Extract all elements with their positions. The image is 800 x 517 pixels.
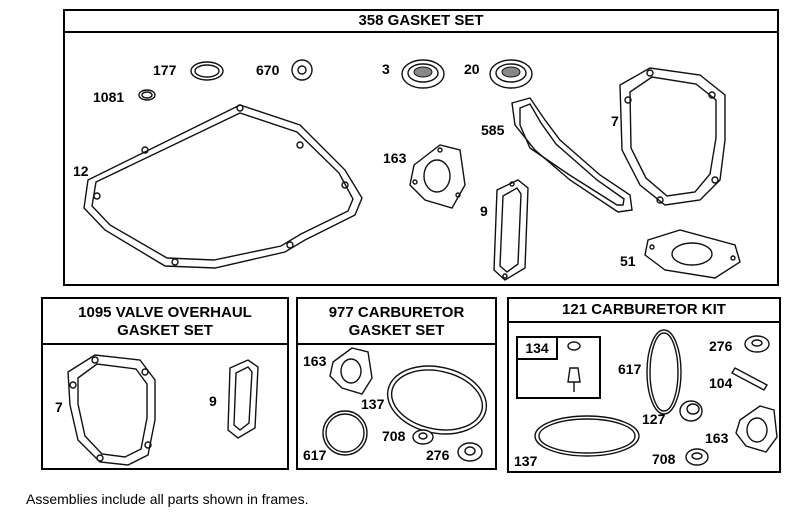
label-vo-9: 9 xyxy=(209,393,217,409)
seal-20-icon xyxy=(490,60,532,88)
label-cg-137: 137 xyxy=(361,396,385,412)
label-ck-104: 104 xyxy=(709,375,733,391)
ring-1081-icon xyxy=(139,90,155,100)
valve-overhaul-title-line1: 1095 VALVE OVERHAUL xyxy=(78,304,252,321)
gasket-set-frame: 358 GASKET SET xyxy=(63,9,779,286)
ck-washer-708-icon xyxy=(686,449,708,465)
label-cg-163: 163 xyxy=(303,353,327,369)
ck-pin-104-icon xyxy=(732,368,767,390)
label-163: 163 xyxy=(383,150,407,166)
carb-gasket-frame: 977 CARBURETOR GASKET SET xyxy=(296,297,497,470)
gasket-51-icon xyxy=(645,230,740,278)
valve-overhaul-title-line2: GASKET SET xyxy=(117,322,213,339)
ck-needle-134-icon xyxy=(568,342,580,392)
ck-plug-127-icon xyxy=(680,401,702,421)
gasket-585-icon xyxy=(512,98,632,212)
label-585: 585 xyxy=(481,122,505,138)
inset-label-134: 134 xyxy=(518,338,558,360)
carb-kit-title: 121 CARBURETOR KIT xyxy=(509,299,779,323)
footnote: Assemblies include all parts shown in fr… xyxy=(26,491,309,507)
gasket-9-icon xyxy=(494,180,528,280)
crankcase-gasket-12-icon xyxy=(84,105,362,268)
cg-washer-276-icon xyxy=(458,443,482,461)
head-gasket-7-icon xyxy=(620,68,725,205)
ck-washer-276-icon xyxy=(745,336,769,352)
label-ck-617: 617 xyxy=(618,361,642,377)
cg-gasket-163-icon xyxy=(330,348,372,394)
label-ck-163: 163 xyxy=(705,430,729,446)
seal-3-icon xyxy=(402,60,444,88)
ring-177-icon xyxy=(191,62,223,80)
label-12: 12 xyxy=(73,163,89,179)
label-9: 9 xyxy=(480,203,488,219)
label-20: 20 xyxy=(464,61,480,77)
label-3: 3 xyxy=(382,61,390,77)
gasket-set-title: 358 GASKET SET xyxy=(65,11,777,33)
carb-gasket-title-line1: 977 CARBURETOR xyxy=(328,304,465,321)
label-177: 177 xyxy=(153,62,177,78)
label-vo-7: 7 xyxy=(55,399,63,415)
gasket-163-icon xyxy=(410,145,465,208)
valve-overhaul-frame: 1095 VALVE OVERHAUL GASKET SET xyxy=(41,297,289,470)
label-ck-276: 276 xyxy=(709,338,733,354)
valve-overhaul-title: 1095 VALVE OVERHAUL GASKET SET xyxy=(43,299,287,345)
vo-head-gasket-7-icon xyxy=(68,355,155,465)
label-cg-617: 617 xyxy=(303,447,327,463)
carb-kit-inset-134: 134 xyxy=(516,336,601,399)
washer-670-icon xyxy=(292,60,312,80)
label-ck-708: 708 xyxy=(652,451,676,467)
carb-gasket-title-line2: GASKET SET xyxy=(348,322,445,339)
carb-kit-frame: 121 CARBURETOR KIT xyxy=(507,297,781,473)
label-cg-708: 708 xyxy=(382,428,406,444)
ck-gasket-163-icon xyxy=(736,406,777,452)
cg-ring-617-icon xyxy=(323,411,367,455)
label-7: 7 xyxy=(611,113,619,129)
label-1081: 1081 xyxy=(93,89,125,105)
label-ck-127: 127 xyxy=(642,411,666,427)
carb-gasket-title: 977 CARBURETOR GASKET SET xyxy=(298,299,495,345)
ck-ring-137-icon xyxy=(535,416,639,456)
vo-gasket-9-icon xyxy=(228,360,258,438)
label-ck-137: 137 xyxy=(514,453,538,469)
ck-ring-617-icon xyxy=(647,330,681,414)
label-51: 51 xyxy=(620,253,636,269)
cg-washer-708-icon xyxy=(413,430,433,444)
label-670: 670 xyxy=(256,62,280,78)
label-cg-276: 276 xyxy=(426,447,450,463)
